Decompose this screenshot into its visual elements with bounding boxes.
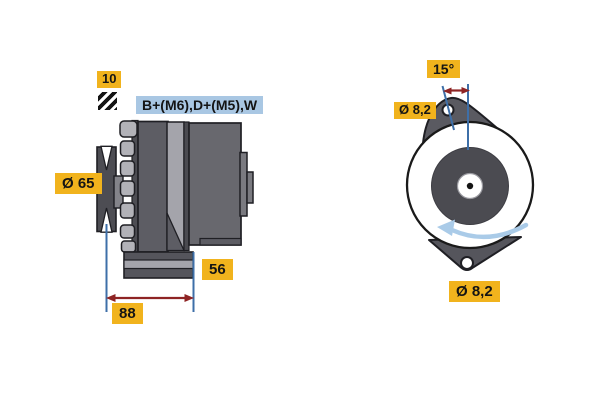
rotation-arrow-icon bbox=[437, 219, 529, 240]
side-view bbox=[96, 119, 254, 312]
fan bbox=[119, 119, 139, 256]
terminal-label: B+(M6),D+(M5),W bbox=[136, 96, 264, 115]
shaft-center-dot bbox=[466, 182, 474, 190]
mounting-length-label: 88 bbox=[112, 303, 143, 325]
bottom-hole-diameter-label: Ø 8,2 bbox=[449, 281, 500, 303]
hatch-pattern-icon bbox=[97, 91, 118, 111]
pulley-diameter-label: Ø 65 bbox=[55, 173, 102, 195]
dimension-88 bbox=[105, 224, 195, 312]
front-housing bbox=[137, 120, 169, 253]
dimension-15deg bbox=[441, 84, 470, 150]
foot-width-label: 56 bbox=[202, 259, 233, 281]
bottom-lug-hole bbox=[460, 256, 474, 270]
top-hole-diameter-label: Ø 8,2 bbox=[394, 102, 436, 119]
angle-label: 15° bbox=[427, 60, 461, 79]
stator-band bbox=[166, 121, 190, 252]
rear-housing bbox=[188, 122, 242, 246]
terminal-block bbox=[239, 151, 254, 217]
key-width-label: 10 bbox=[97, 71, 122, 88]
front-view bbox=[405, 84, 535, 271]
mounting-foot bbox=[123, 251, 194, 279]
